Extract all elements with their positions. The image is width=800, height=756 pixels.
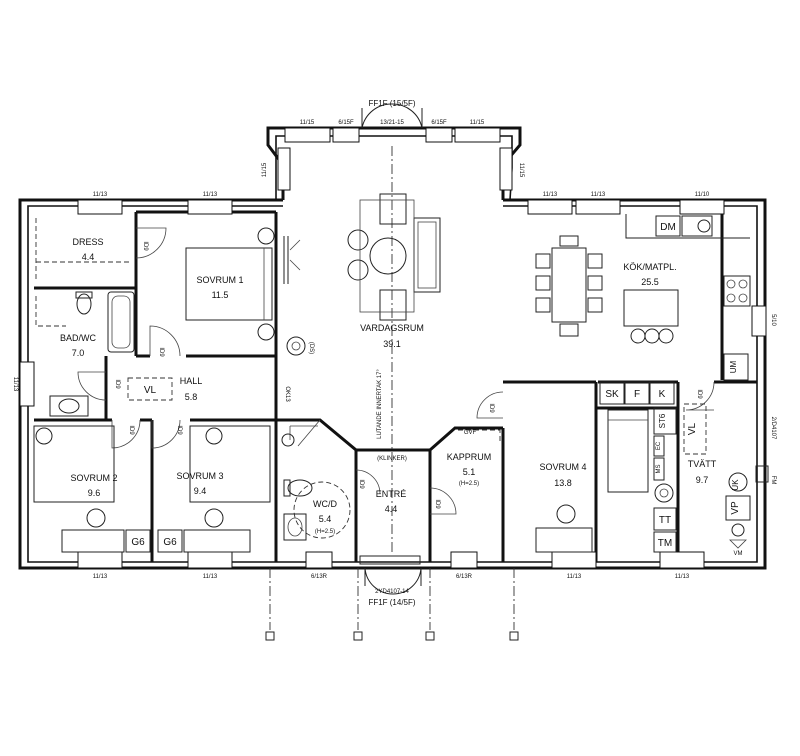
fixture-vp: VP <box>730 501 741 515</box>
window-code-bottom-center: FF1F (14/5F) <box>368 598 415 607</box>
door-code: 2YD4107-14 <box>375 589 409 595</box>
fixture-sk: SK <box>605 389 619 400</box>
room-name-sovrum4: SOVRUM 4 <box>539 462 586 472</box>
room-area-dress: 4.4 <box>82 252 95 262</box>
window-code: 6/13R <box>456 574 473 580</box>
fixture-dm: DM <box>660 222 676 233</box>
floor-klinker: (KLINKER) <box>377 456 407 462</box>
door-code: ID9 <box>128 425 134 435</box>
window-code: 11/13 <box>543 192 558 198</box>
room-area-sovrum2: 9.6 <box>88 488 101 498</box>
door-code: ID9 <box>158 347 164 357</box>
window-code: 11/13 <box>12 377 18 392</box>
room-name-sovrum1: SOVRUM 1 <box>196 275 243 285</box>
window-code: 6/15F <box>431 120 447 126</box>
window-code: 11/10 <box>695 192 710 198</box>
window-code: 11/15 <box>262 162 268 177</box>
room-name-entre: ENTRÉ <box>376 489 407 499</box>
room-area-sovrum1: 11.5 <box>212 290 229 300</box>
door-code: ID9 <box>176 425 182 435</box>
window-code: 11/15 <box>518 163 524 178</box>
window-codes: FF1F (15/5F) 11/15 6/15F 13/21-15 6/15F … <box>12 99 776 607</box>
room-name-sovrum2: SOVRUM 2 <box>70 473 117 483</box>
door-code: ID9 <box>114 379 120 389</box>
door-swings <box>77 227 715 539</box>
window-code: 6/15F <box>338 120 354 126</box>
room-name-kapprum: KAPPRUM <box>447 452 492 462</box>
room-name-wcd: WC/D <box>313 499 337 509</box>
room-area-kok: 25.5 <box>641 277 659 287</box>
door-code: OK13 <box>284 386 290 402</box>
window-code-top-center: FF1F (15/5F) <box>368 99 415 108</box>
interior-walls <box>34 210 757 562</box>
door-code: ID9 <box>142 241 148 251</box>
door-code: ID9 <box>358 479 364 489</box>
height-note: (H=2.5) <box>315 529 335 535</box>
fixture-g6: G6 <box>131 537 145 548</box>
fixture-labels: DM VL VL SK F K ST6 EC MS TT TM VP UK G6… <box>131 222 742 557</box>
fixture-st6: ST6 <box>658 413 667 428</box>
window-code: 11/13 <box>93 574 108 580</box>
window-code: 13/21-15 <box>380 120 404 126</box>
window-code: 11/13 <box>591 192 606 198</box>
room-name-sovrum3: SOVRUM 3 <box>176 471 223 481</box>
room-name-dress: DRESS <box>72 237 103 247</box>
room-name-tvatt: TVÄTT <box>688 459 717 469</box>
window-code: 11/13 <box>93 192 108 198</box>
fixture-ds: (DS) <box>308 342 314 354</box>
window-code: 11/15 <box>300 120 315 126</box>
window-code: 5/10 <box>770 314 776 326</box>
door-codes: ID9 ID9 ID9 ID9 ID9 ID9 ID9 ID9 ID9 OK13 <box>114 241 702 509</box>
window-code: 2/D4107 <box>770 417 776 440</box>
room-area-hall: 5.8 <box>185 392 198 402</box>
room-area-wcd: 5.4 <box>319 514 332 524</box>
furniture <box>33 193 769 565</box>
room-area-sovrum4: 13.8 <box>554 478 572 488</box>
fixture-tt: TT <box>659 515 671 526</box>
room-area-vardagsrum: 39.1 <box>383 339 401 349</box>
ceiling-note: LUTANDE INNERTAK 17° <box>377 369 383 439</box>
fixture-tm: TM <box>658 538 672 549</box>
fixture-ms: MS <box>656 465 662 474</box>
fixture-gvf: GVF <box>464 430 477 436</box>
window-code: FM <box>770 476 776 485</box>
window-code: 6/13R <box>311 574 328 580</box>
axis-lines <box>265 146 519 641</box>
room-area-tvatt: 9.7 <box>696 475 709 485</box>
room-area-sovrum3: 9.4 <box>194 486 207 496</box>
room-area-entre: 4.4 <box>385 504 398 514</box>
windows <box>19 127 767 569</box>
room-area-badwc: 7.0 <box>72 348 85 358</box>
fixture-k: K <box>659 389 666 400</box>
room-name-badwc: BAD/WC <box>60 333 97 343</box>
fixture-vl-hall: VL <box>144 385 157 396</box>
room-name-hall: HALL <box>180 376 203 386</box>
room-name-kok: KÖK/MATPL. <box>623 262 676 272</box>
room-area-kapprum: 5.1 <box>463 467 476 477</box>
window-code: 11/13 <box>567 574 582 580</box>
fixture-vl-tvatt: VL <box>687 422 698 435</box>
fixture-vm: VM <box>734 551 743 557</box>
room-name-vardagsrum: VARDAGSRUM <box>360 323 424 333</box>
window-code: 11/15 <box>470 120 485 126</box>
fixture-ec: EC <box>656 441 662 450</box>
door-code: ID9 <box>488 403 494 413</box>
window-code: 11/13 <box>675 574 690 580</box>
window-code: 11/13 <box>203 574 218 580</box>
door-code: ID9 <box>696 389 702 399</box>
door-code: ID9 <box>434 499 440 509</box>
fixture-f: F <box>634 389 640 400</box>
height-note: (H=2.5) <box>459 481 479 487</box>
window-code: 11/13 <box>203 192 218 198</box>
fixture-um: UM <box>729 360 738 373</box>
room-labels: DRESS 4.4 SOVRUM 1 11.5 BAD/WC 7.0 HALL … <box>60 237 717 524</box>
fixture-g6: G6 <box>163 537 177 548</box>
entrance-doors <box>361 103 423 595</box>
fixture-uk: UK <box>731 479 740 491</box>
